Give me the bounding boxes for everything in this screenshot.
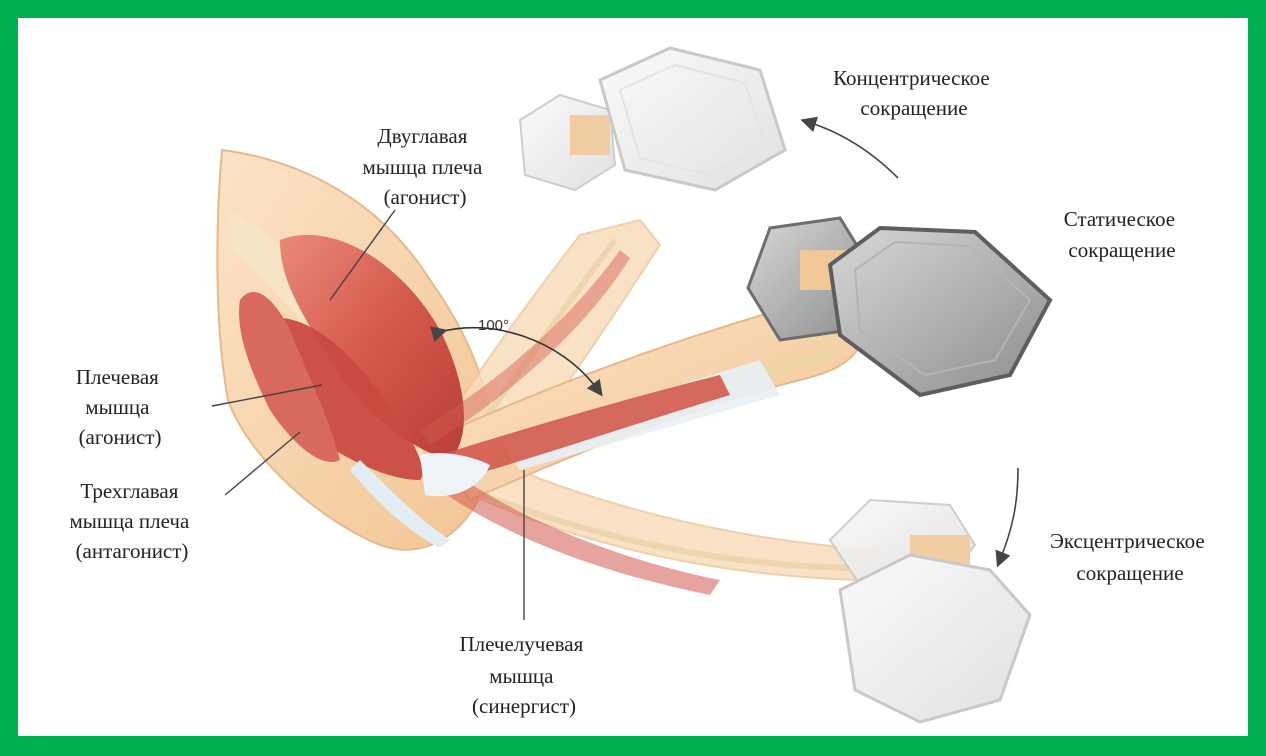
triceps-label: Трехглавая мышца плеча (антагонист): [69, 479, 194, 563]
angle-label: 100°: [478, 317, 509, 334]
brachialis-label: Плечевая мышца (агонист): [76, 365, 164, 449]
